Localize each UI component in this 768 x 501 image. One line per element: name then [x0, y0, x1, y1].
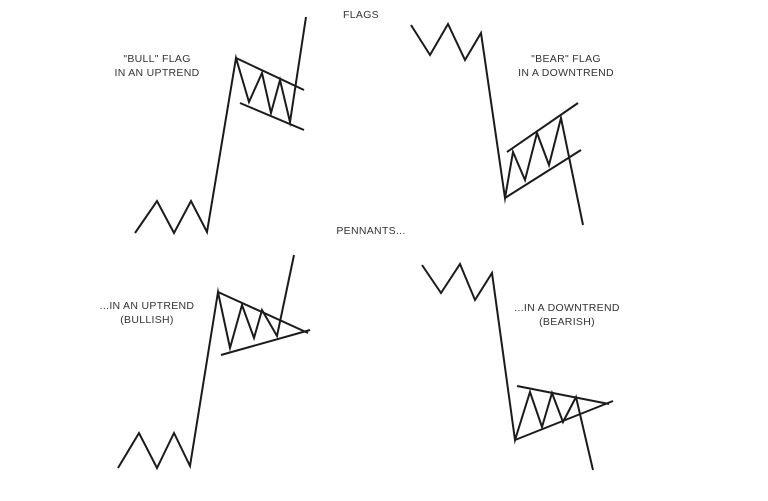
label-bear-flag: "BEAR" FLAG IN A DOWNTREND — [518, 52, 614, 80]
bull-flag-price-path — [134, 16, 307, 236]
bear-pennant-price-path — [421, 261, 594, 471]
label-bull-flag-line1: "BULL" FLAG — [123, 53, 191, 65]
label-bear-pennant: ...IN A DOWNTREND (BEARISH) — [514, 301, 619, 329]
bear-flag-upper-boundary — [506, 102, 579, 153]
bull-pennant-lower-boundary — [220, 329, 311, 356]
label-bear-pennant-line1: ...IN A DOWNTREND — [514, 302, 620, 314]
label-bull-flag-line2: IN AN UPTREND — [114, 67, 200, 79]
label-bear-flag-line2: IN A DOWNTREND — [518, 67, 614, 79]
heading-pennants: PENNANTS... — [336, 225, 406, 237]
bear-pennant-upper-boundary — [516, 385, 610, 405]
label-bull-flag: "BULL" FLAG IN AN UPTREND — [115, 52, 200, 80]
heading-flags: FLAGS — [343, 9, 379, 21]
label-bear-flag-line1: "BEAR" FLAG — [531, 53, 601, 65]
bull-pennant-price-path — [117, 254, 295, 471]
label-bull-pennant-line1: ...IN AN UPTREND — [99, 300, 195, 312]
bull-flag-upper-boundary — [235, 57, 305, 91]
label-bull-pennant: ...IN AN UPTREND (BULLISH) — [100, 299, 195, 327]
bear-pennant-lower-boundary — [514, 400, 614, 441]
label-bull-pennant-line2: (BULLISH) — [120, 314, 174, 326]
bear-flag-price-path — [410, 21, 584, 226]
bull-flag-lower-boundary — [239, 102, 305, 131]
bull-pennant-upper-boundary — [217, 291, 309, 334]
label-bear-pennant-line2: (BEARISH) — [539, 316, 595, 328]
bear-flag-lower-boundary — [504, 149, 582, 199]
